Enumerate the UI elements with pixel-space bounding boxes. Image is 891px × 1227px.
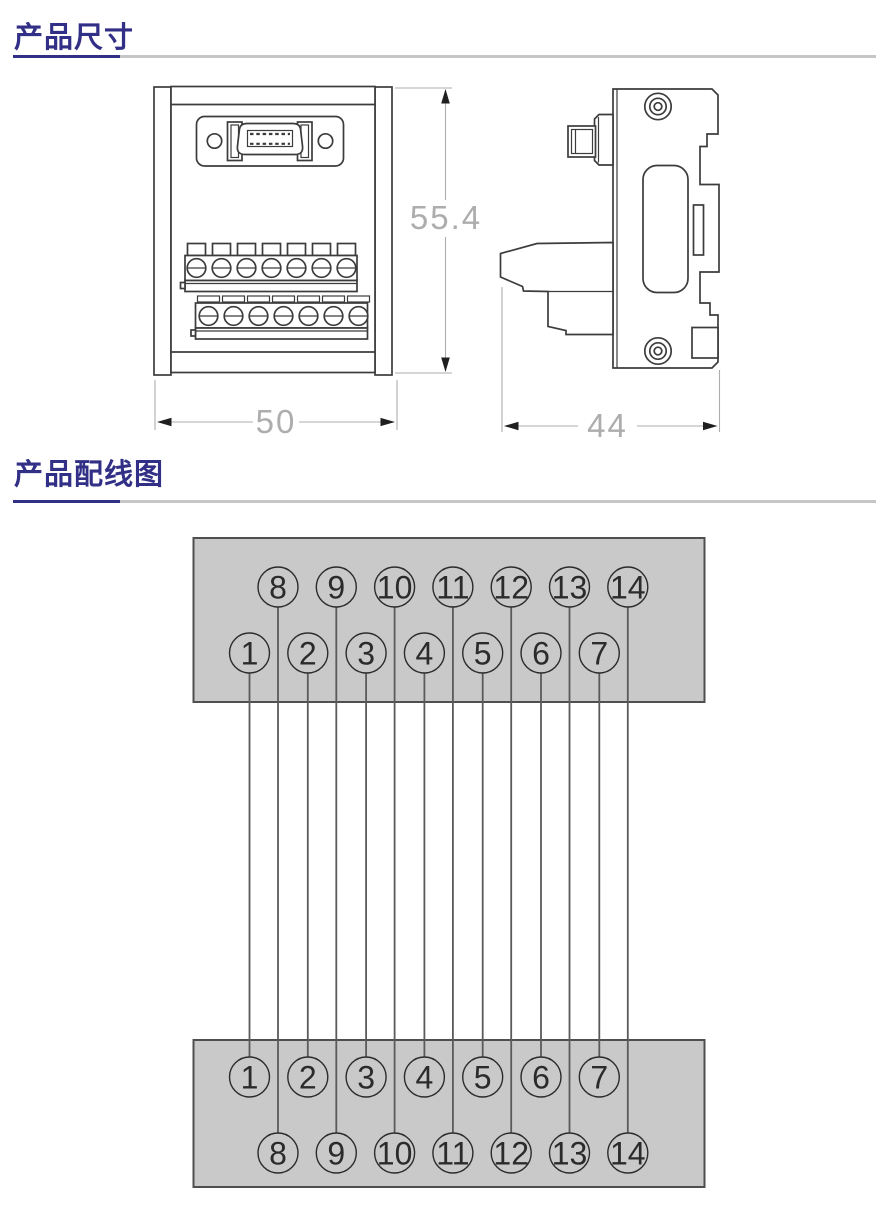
- pin-circle: [520, 632, 562, 674]
- depth-dimension-label: 44: [587, 407, 628, 444]
- pin-number: 6: [532, 636, 550, 672]
- pin-circle: [462, 1056, 504, 1098]
- pin-number: 2: [299, 1060, 317, 1096]
- pin-circle: [462, 632, 504, 674]
- pin-circle: [520, 1056, 562, 1098]
- side-view-body: [499, 88, 720, 369]
- pin-circle: [257, 1132, 299, 1174]
- pin-circle: [432, 566, 474, 608]
- pin-circle: [287, 1056, 329, 1098]
- pin-number: 8: [269, 1136, 287, 1172]
- pin-number: 13: [552, 570, 588, 606]
- din-rail-clip: [612, 88, 720, 369]
- pin-circle: [315, 1132, 357, 1174]
- section-title-dimensions: 产品尺寸: [14, 22, 135, 54]
- pin-number: 11: [436, 570, 469, 606]
- pin-number: 10: [377, 1136, 413, 1172]
- pin-circle: [228, 632, 271, 674]
- pin-number: 12: [493, 570, 529, 606]
- dimension-depth: 44: [501, 287, 721, 444]
- dimension-width: 50: [154, 380, 398, 440]
- pin-circle: [373, 1132, 416, 1174]
- underline-accent: [13, 500, 120, 503]
- pin-circle: [315, 566, 357, 608]
- height-dimension-label: 55.4: [410, 199, 482, 236]
- pin-circle: [403, 1056, 446, 1098]
- pin-number: 13: [552, 1136, 588, 1172]
- pin-number: 14: [610, 570, 646, 606]
- pin-number: 9: [327, 570, 345, 606]
- pin-number: 10: [377, 570, 413, 606]
- din-foot: [691, 326, 719, 359]
- pin-circle: [578, 1056, 620, 1098]
- wiring-connections: [248, 607, 629, 1133]
- mdr-connector: [195, 115, 345, 167]
- pin-circle: [490, 1132, 532, 1174]
- pin-number: 7: [590, 1060, 608, 1096]
- section-title-wiring: 产品配线图: [14, 459, 165, 491]
- mounting-screw-bottom: [643, 336, 673, 366]
- width-dimension-label: 50: [256, 403, 297, 440]
- center-slot: [642, 164, 689, 294]
- pin-number: 3: [357, 1060, 375, 1096]
- terminal-wedge: [499, 241, 614, 336]
- connector-stub: [567, 113, 614, 166]
- pin-number: 1: [241, 636, 259, 672]
- pin-number: 12: [493, 1136, 529, 1172]
- pin-circle: [345, 1056, 387, 1098]
- pin-number: 4: [416, 636, 434, 672]
- pin-circle: [548, 1132, 591, 1174]
- pin-circle: [607, 1132, 649, 1174]
- pin-circle: [257, 566, 299, 608]
- pin-circle: [490, 566, 532, 608]
- front-view-drawing: 55.4 50: [153, 85, 482, 440]
- pin-circle: [578, 632, 620, 674]
- screw-hole-right: [317, 132, 334, 150]
- pin-circle: [548, 566, 591, 608]
- pin-circle: [432, 1132, 474, 1174]
- pin-circle: [403, 632, 446, 674]
- mounting-screw-top: [643, 92, 673, 121]
- pin-circle: [228, 1056, 271, 1098]
- pin-number: 5: [474, 636, 492, 672]
- dimension-height: 55.4: [395, 87, 482, 374]
- pin-number: 6: [532, 1060, 550, 1096]
- pin-circle: [373, 566, 416, 608]
- pin-number: 5: [474, 1060, 492, 1096]
- screw-terminals: [198, 305, 369, 327]
- connector-pin-slot: [246, 129, 294, 148]
- section-underline-dimensions: [13, 55, 876, 58]
- pin-number: 9: [327, 1136, 345, 1172]
- pin-number: 4: [416, 1060, 434, 1096]
- side-view-drawing: 44: [499, 88, 721, 444]
- pin-number: 3: [357, 636, 375, 672]
- pin-number: 11: [436, 1136, 469, 1172]
- terminal-block-upper: [179, 242, 358, 293]
- din-spring-tab: [692, 204, 705, 256]
- pin-number: 1: [241, 1060, 259, 1096]
- pin-number: 14: [610, 1136, 646, 1172]
- pin-circle: [287, 632, 329, 674]
- terminal-block-lower: [190, 295, 371, 340]
- pin-number: 7: [590, 636, 608, 672]
- screw-hole-left: [206, 132, 223, 150]
- pin-circle: [607, 566, 649, 608]
- pin-number: 2: [299, 636, 317, 672]
- pin-circle: [345, 632, 387, 674]
- screw-terminals: [186, 257, 357, 279]
- underline-accent: [13, 55, 120, 58]
- section-underline-wiring: [13, 500, 876, 503]
- pin-number: 8: [269, 570, 287, 606]
